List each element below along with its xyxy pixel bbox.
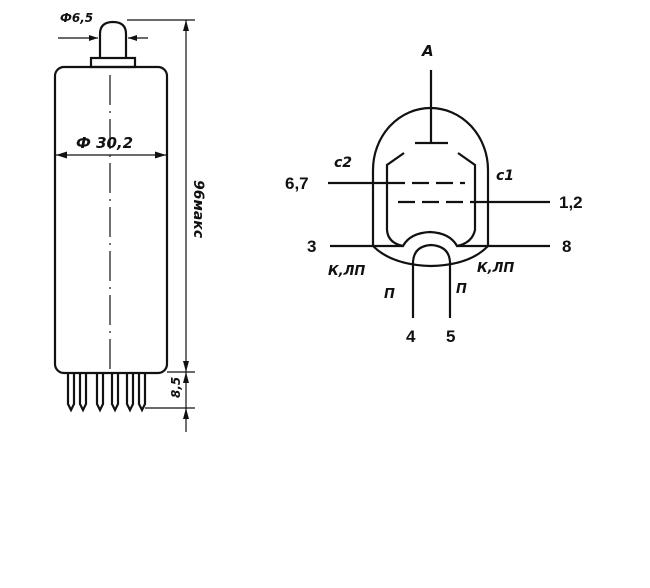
cathode-left-label: К,ЛП xyxy=(328,264,365,279)
height-label: 96макс xyxy=(190,180,206,239)
pin-label-8: 8 xyxy=(562,237,571,256)
heater-left-label: П xyxy=(384,287,395,302)
screen-grid xyxy=(385,152,477,248)
top-cap xyxy=(98,20,128,58)
anode-label: A xyxy=(421,42,434,60)
pin-label-6-7: 6,7 xyxy=(285,174,309,193)
tube-schematic: A c2 c1 К,ЛП К,ЛП П П 6,7 1,2 3 8 4 5 xyxy=(285,42,583,346)
cap-diameter-label: Ф6,5 xyxy=(60,11,93,25)
pins xyxy=(66,373,147,413)
heater xyxy=(411,243,452,318)
cathode-right-label: К,ЛП xyxy=(477,261,514,276)
tube-body xyxy=(53,65,169,375)
grid1-label: c1 xyxy=(496,168,514,184)
pin-label-1-2: 1,2 xyxy=(559,193,583,212)
pin-label-4: 4 xyxy=(406,327,416,346)
cap-base xyxy=(89,56,137,69)
tube-outline: Ф6,5 Ф 30,2 96макс 8,5 xyxy=(53,11,206,432)
heater-right-label: П xyxy=(456,282,467,297)
pin-length-label: 8,5 xyxy=(169,377,183,398)
pin-label-3: 3 xyxy=(307,237,316,256)
pin-label-5: 5 xyxy=(446,327,455,346)
envelope xyxy=(371,106,490,268)
grid2-label: c2 xyxy=(334,155,352,171)
body-diameter-label: Ф 30,2 xyxy=(76,134,133,152)
